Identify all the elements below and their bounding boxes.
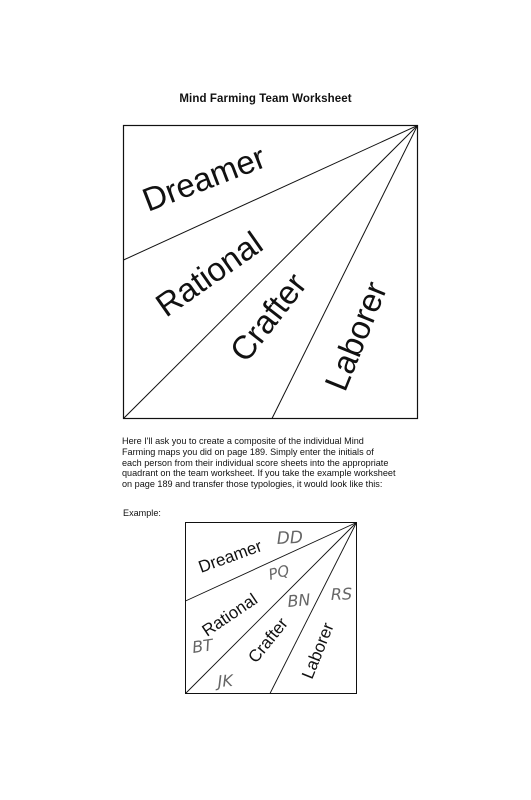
example-label-laborer: Laborer bbox=[298, 620, 338, 682]
initials-bn: BN bbox=[287, 590, 312, 611]
example-frame bbox=[185, 522, 357, 694]
instructions-paragraph: Here I'll ask you to create a composite … bbox=[122, 436, 462, 490]
paragraph-line: on page 189 and transfer those typologie… bbox=[122, 479, 383, 490]
divider-dreamer-rational bbox=[123, 125, 418, 261]
worksheet-frame bbox=[122, 124, 419, 420]
example-divider-rational-crafter bbox=[185, 522, 357, 694]
example-label-rational: Rational bbox=[199, 590, 261, 641]
example-label: Example: bbox=[123, 508, 161, 518]
initials-dd: DD bbox=[276, 528, 303, 549]
quadrant-label-laborer: Laborer bbox=[317, 276, 394, 395]
paragraph-line: Here I'll ask you to create a composite … bbox=[122, 436, 364, 446]
paragraph-line: each person from their individual score … bbox=[122, 457, 389, 468]
initials-jk: JK bbox=[214, 671, 235, 691]
quadrant-label-crafter: Crafter bbox=[222, 266, 313, 368]
example-label-dreamer: Dreamer bbox=[196, 536, 265, 577]
divider-crafter-laborer bbox=[271, 125, 418, 419]
quadrant-label-dreamer: Dreamer bbox=[137, 138, 270, 219]
divider-rational-crafter bbox=[123, 125, 418, 419]
example-label-crafter: Crafter bbox=[244, 614, 292, 667]
paragraph-line: quadrant on the team worksheet. If you t… bbox=[122, 468, 396, 479]
page-title: Mind Farming Team Worksheet bbox=[179, 93, 352, 105]
initials-pq: PQ bbox=[267, 561, 292, 584]
initials-rs: RS bbox=[330, 584, 352, 604]
example-divider-crafter-laborer bbox=[269, 522, 357, 694]
paragraph-line: Farming maps you did on page 189. Simply… bbox=[122, 446, 374, 457]
initials-bt: BT bbox=[191, 635, 215, 657]
example-divider-dreamer-rational bbox=[185, 522, 357, 602]
